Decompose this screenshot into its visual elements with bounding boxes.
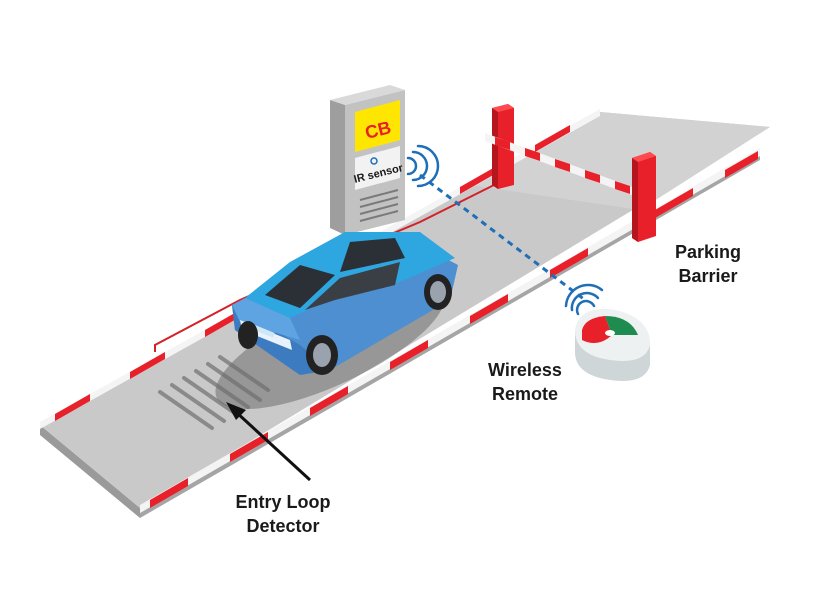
parking-barrier-label-line2: Barrier	[678, 266, 738, 286]
car	[232, 232, 458, 375]
parking-barrier	[485, 104, 656, 242]
ir-sensor-lens	[370, 157, 378, 165]
parking-barrier-label: Parking Barrier	[638, 240, 778, 288]
wireless-remote-label-line2: Remote	[491, 384, 558, 404]
entry-loop-label-line2: Detector	[246, 516, 320, 536]
wireless-remote	[575, 309, 650, 381]
control-booth	[330, 85, 405, 235]
wireless-remote-label: Wireless Remote	[465, 358, 585, 406]
near-curb	[140, 148, 760, 513]
pointer-arrow-icon	[226, 402, 312, 482]
parking-barrier-label-line1: Parking	[674, 242, 742, 262]
remote-wifi-signal-icon	[564, 283, 604, 316]
brand-panel	[355, 100, 400, 152]
wireless-remote-label-line1: Wireless	[488, 360, 562, 380]
entry-loop-label-line1: Entry Loop	[235, 492, 331, 512]
wifi-signal-icon	[406, 144, 440, 188]
wireless-signal-link	[419, 173, 586, 302]
entry-loop-detector-label: Entry Loop Detector	[208, 490, 358, 538]
